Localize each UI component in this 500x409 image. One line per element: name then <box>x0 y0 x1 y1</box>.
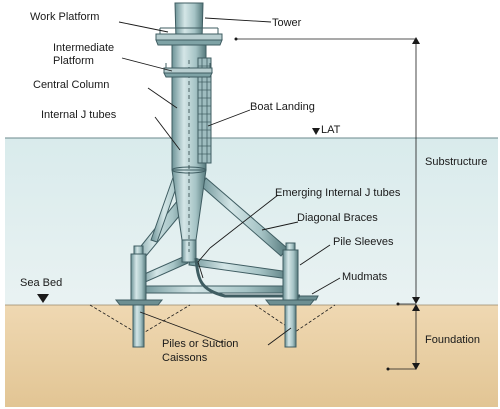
label-mudmats: Mudmats <box>342 271 388 283</box>
label-intermediate-line2: Platform <box>53 55 94 67</box>
right-pile-head <box>285 242 296 251</box>
intermediate-platform <box>163 63 213 78</box>
seabed-marker-icon <box>37 294 49 303</box>
label-lat: LAT <box>321 124 341 136</box>
left-pile-sleeve <box>130 253 147 301</box>
work-platform <box>155 27 223 46</box>
label-diagonal-braces: Diagonal Braces <box>297 212 378 224</box>
label-work-platform: Work Platform <box>30 11 99 23</box>
lat-marker-icon <box>312 128 320 135</box>
right-pile <box>284 299 297 348</box>
label-pile-sleeves: Pile Sleeves <box>333 236 394 248</box>
emerging-j-tube <box>194 257 300 298</box>
seabed-soil <box>5 305 498 407</box>
left-pile <box>132 299 145 348</box>
dimension-lines <box>234 37 420 371</box>
leader-lines <box>118 17 341 346</box>
label-piles-line2: Caissons <box>162 352 208 364</box>
label-central-column: Central Column <box>33 79 109 91</box>
left-mudmat <box>114 299 164 306</box>
soil-influence-dashes <box>89 304 336 336</box>
label-internal-j-tubes: Internal J tubes <box>41 109 117 121</box>
label-emerging-j-tubes: Emerging Internal J tubes <box>275 187 401 199</box>
left-pile-head <box>133 245 144 255</box>
label-foundation: Foundation <box>425 334 480 346</box>
label-sea-bed: Sea Bed <box>20 277 62 289</box>
label-tower: Tower <box>272 17 302 29</box>
right-pile-sleeve <box>282 249 299 301</box>
label-intermediate-line1: Intermediate <box>53 42 114 54</box>
label-substructure: Substructure <box>425 156 487 168</box>
label-piles-line1: Piles or Suction <box>162 338 238 350</box>
right-mudmat <box>264 299 316 306</box>
label-boat-landing: Boat Landing <box>250 101 315 113</box>
